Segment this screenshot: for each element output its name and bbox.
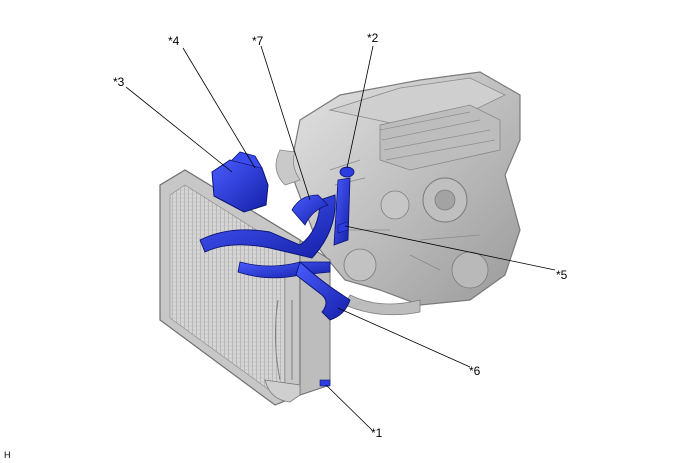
illustration-code: H [4, 450, 11, 460]
leader-line-3 [125, 86, 233, 173]
engine-block [275, 71, 521, 316]
callout-7: *7 [252, 34, 264, 48]
upper-radiator-hose [199, 194, 336, 259]
callout-3: *3 [113, 75, 125, 89]
radiator-cap [339, 166, 355, 178]
leader-line-1 [325, 384, 373, 431]
leader-line-2 [346, 45, 374, 169]
lower-radiator-hose [295, 261, 351, 321]
leader-line-6 [337, 307, 471, 368]
water-inlet-hose [291, 194, 329, 226]
leader-line-7 [260, 45, 311, 201]
callout-1: *1 [371, 426, 383, 440]
callout-6: *6 [469, 364, 481, 378]
leader-line-5 [344, 225, 556, 271]
leader-lines [125, 45, 556, 431]
reservoir-tank [211, 159, 269, 213]
callout-2: *2 [367, 31, 379, 45]
leader-line-4 [182, 47, 256, 169]
drain-cock [319, 379, 331, 387]
callout-5: *5 [556, 268, 568, 282]
callout-4: *4 [168, 34, 180, 48]
sensor-connector [337, 221, 349, 234]
highlighted-components [199, 151, 355, 387]
